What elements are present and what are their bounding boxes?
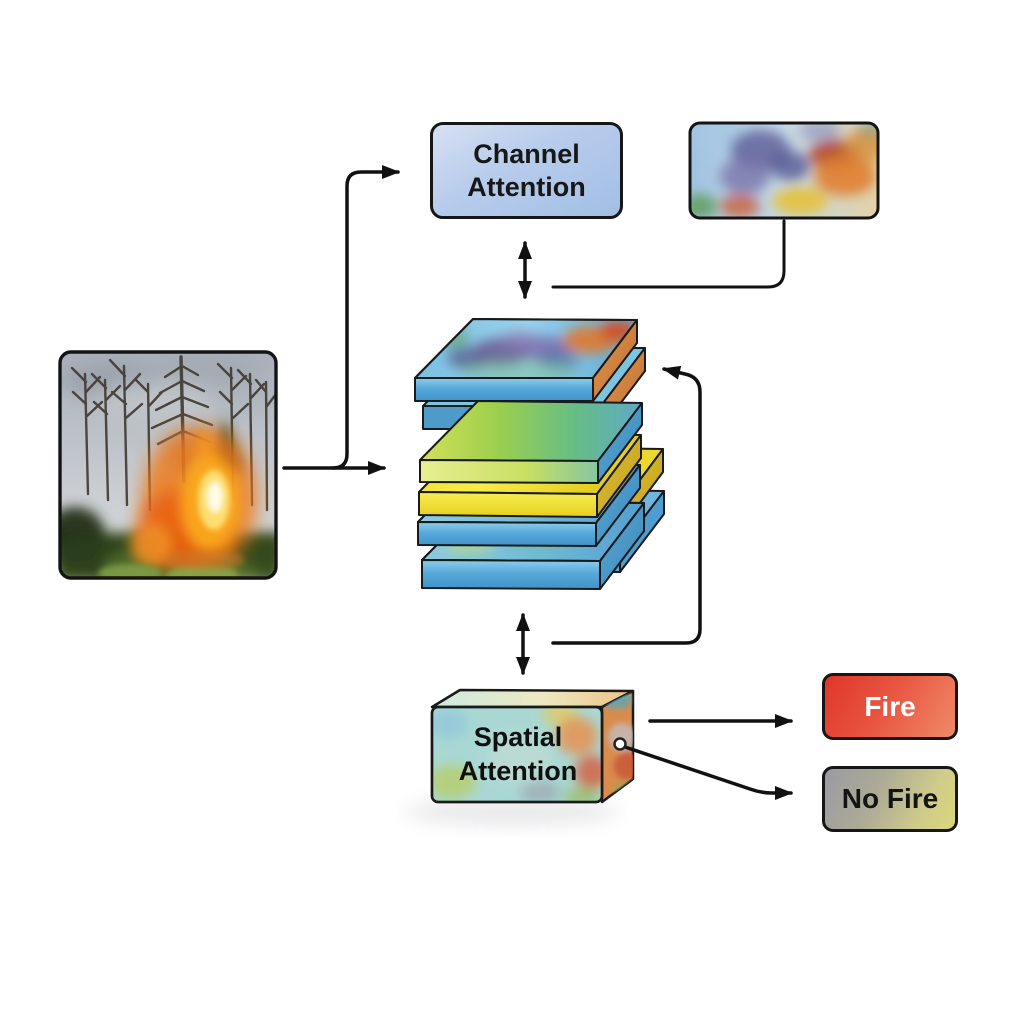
arrow-feedback-loop	[551, 365, 702, 645]
channel-attention-label: Channel Attention	[467, 139, 586, 202]
no-fire-output-box: No Fire	[822, 766, 958, 832]
feature-stack	[414, 318, 665, 590]
stack-layer-3	[419, 400, 643, 484]
line-featuremap-return	[551, 219, 786, 289]
arrow-spatial-to-nofire	[623, 745, 793, 800]
fire-output-box: Fire	[822, 673, 958, 740]
spatial-attention-box-3d	[430, 688, 635, 804]
no-fire-label: No Fire	[841, 783, 939, 814]
forest-trees	[70, 355, 276, 512]
arrow-input-to-channel	[331, 165, 400, 470]
stack-layer-2	[414, 318, 638, 402]
spatial-box-shadow	[404, 798, 620, 826]
spatial-attention-label: Spatial Attention	[458, 722, 578, 786]
channel-attention-box: Channel Attention	[430, 122, 623, 219]
arrows	[282, 165, 793, 800]
fire-label: Fire	[864, 690, 916, 722]
spatial-output-node	[613, 737, 627, 751]
channel-attention-map	[688, 121, 880, 220]
input-forest-image	[58, 350, 278, 580]
